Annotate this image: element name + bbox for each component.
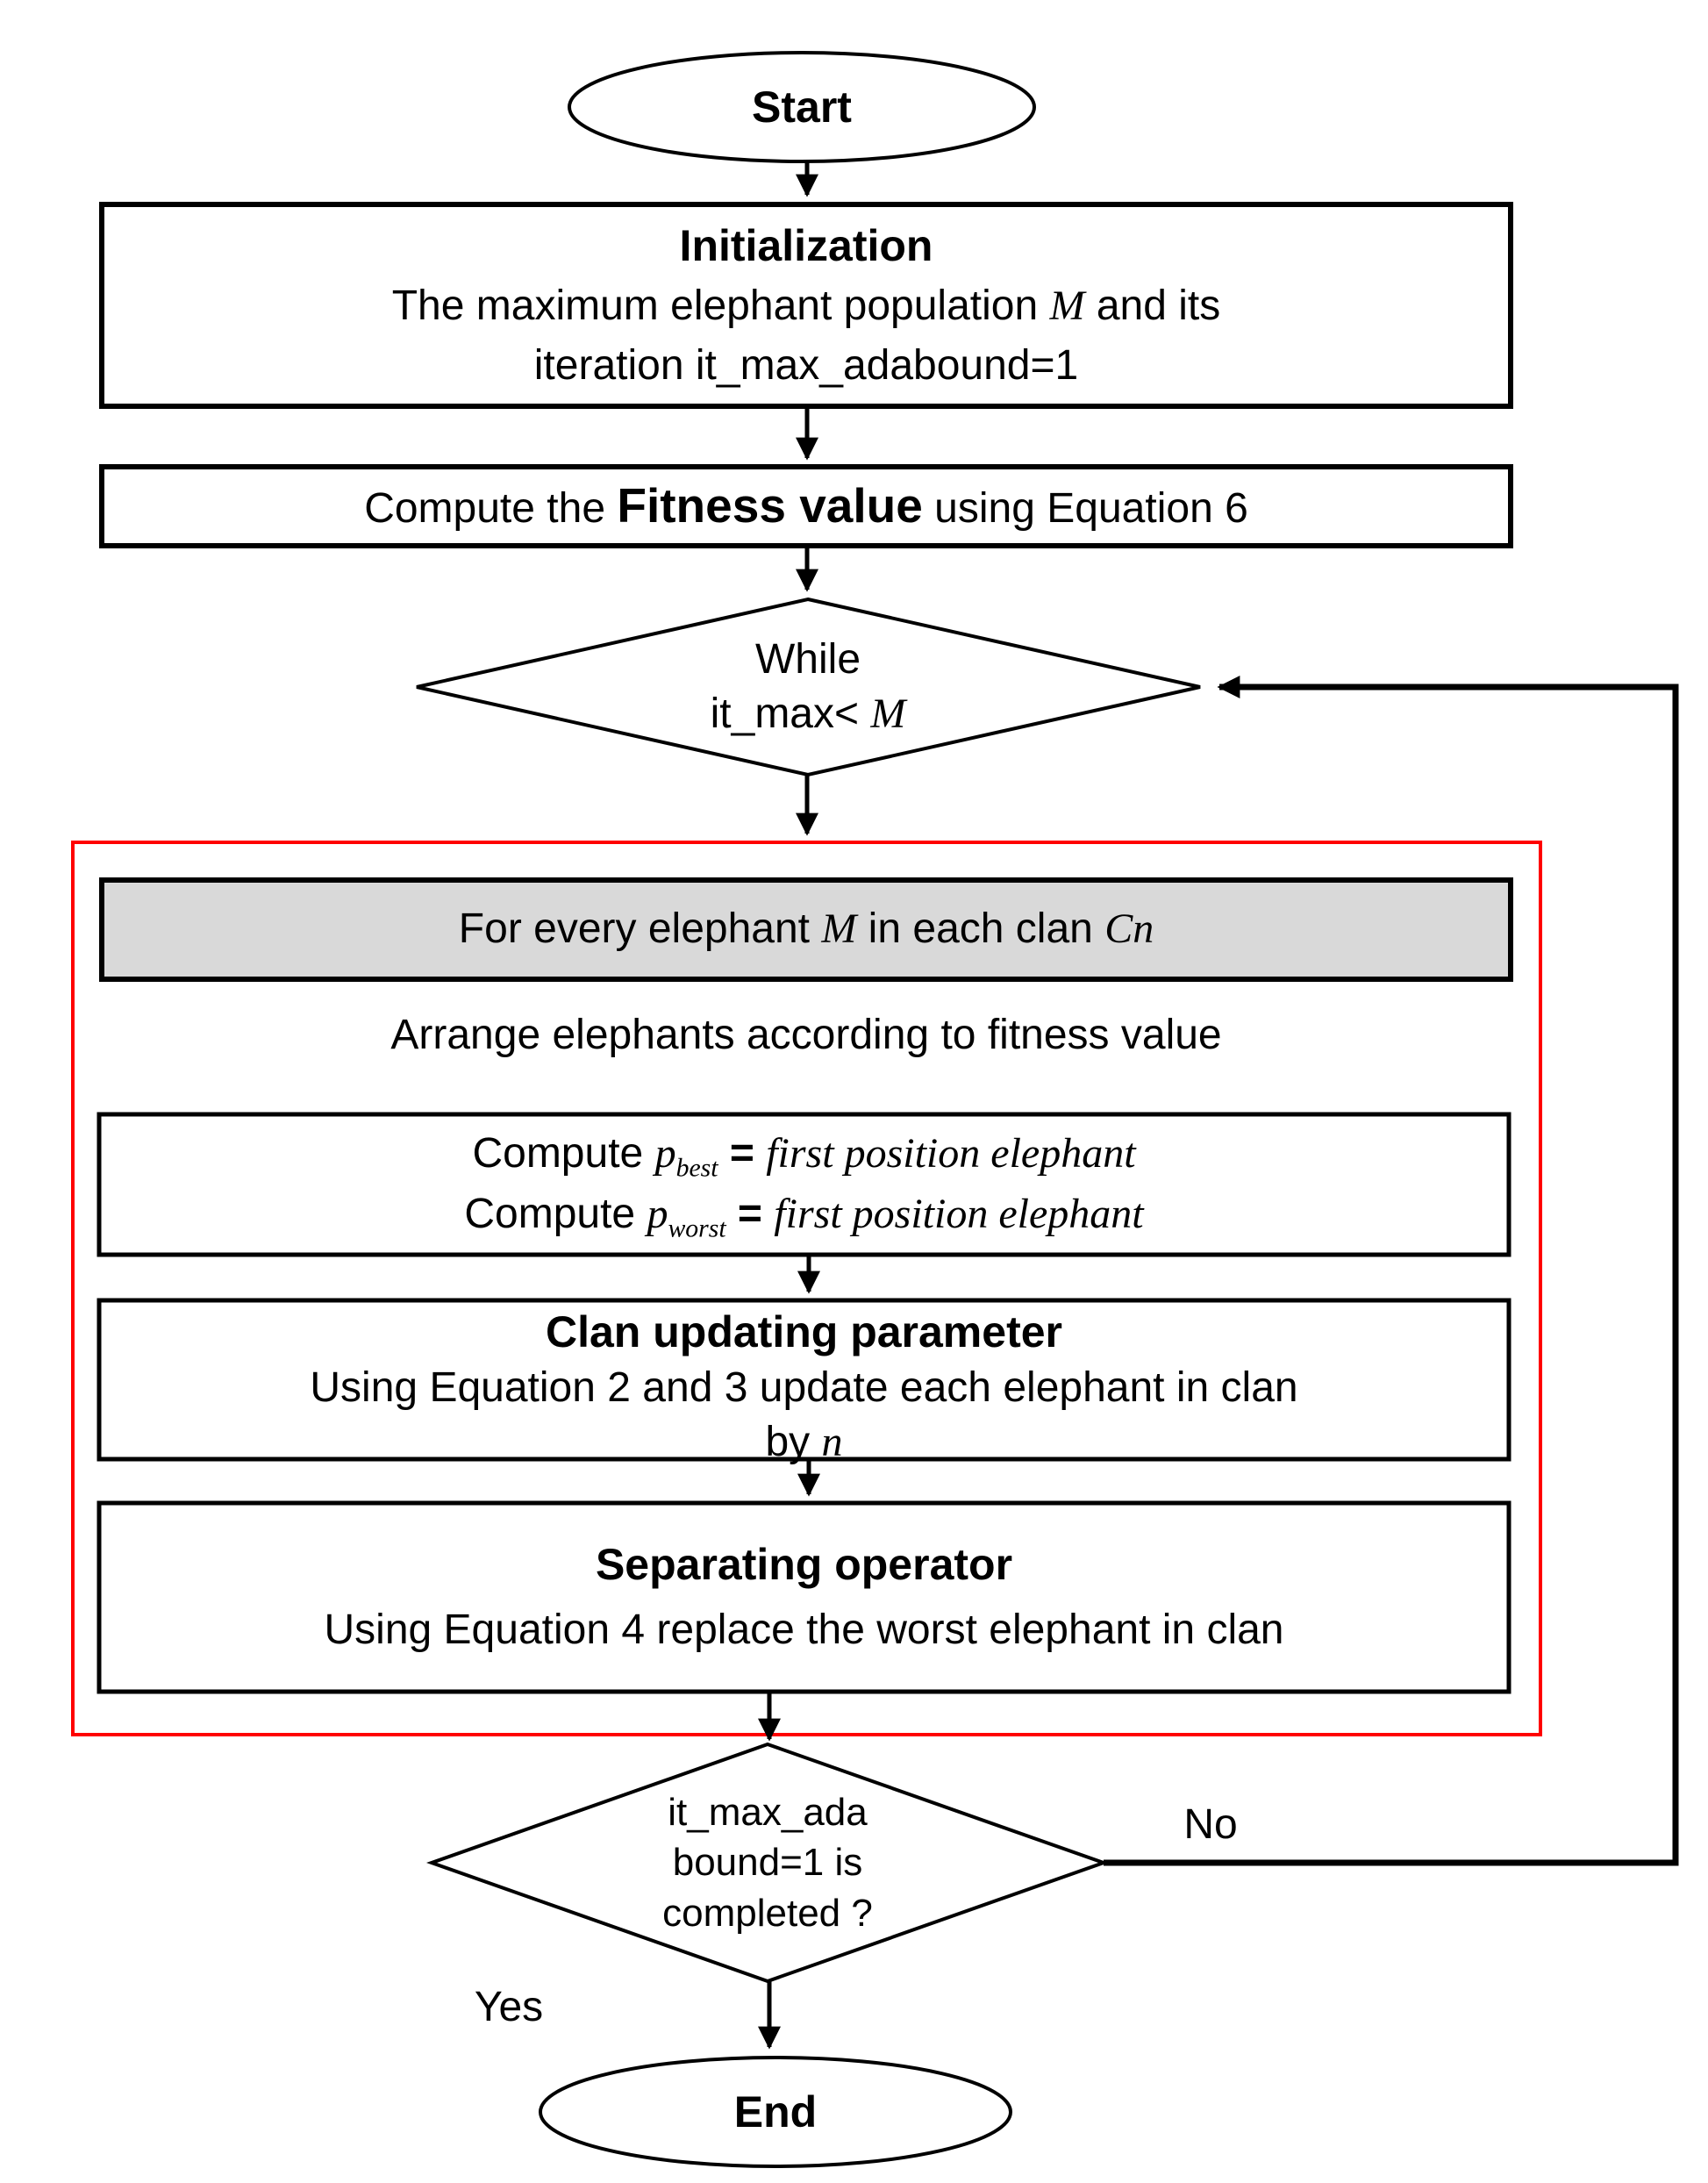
for-header-box [99, 877, 1513, 982]
while-decision-diamond [416, 597, 1201, 777]
fitness-box [99, 464, 1513, 548]
initialization-box [99, 202, 1513, 409]
clan-update-box [96, 1298, 1511, 1462]
end-terminator [539, 2056, 1012, 2168]
no-loopback-connector [1104, 676, 1679, 1866]
separating-box [96, 1500, 1511, 1694]
start-terminator [568, 51, 1036, 163]
loop-body-frame [71, 841, 1542, 1736]
end-decision-diamond [425, 1742, 1110, 1984]
compute-box [96, 1112, 1511, 1257]
